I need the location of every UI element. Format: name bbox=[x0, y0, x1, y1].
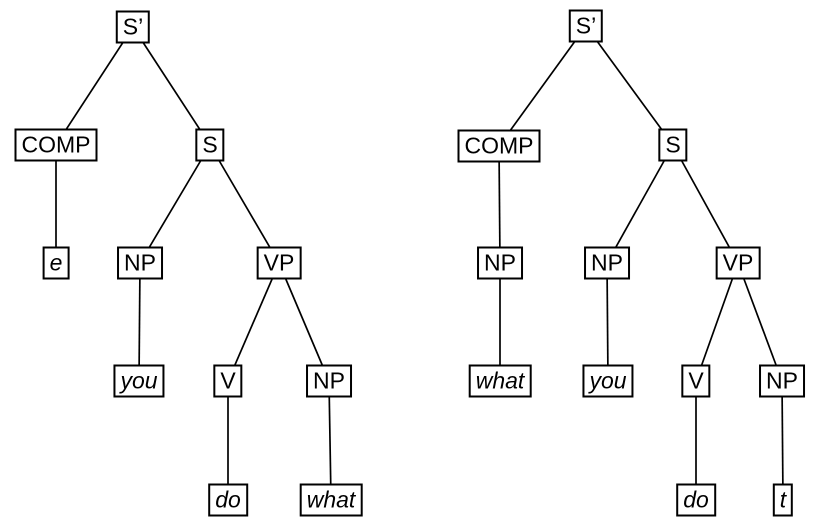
edge-right-s-np bbox=[606, 144, 674, 264]
right-tree-node-np-obj: NP bbox=[759, 364, 805, 398]
right-tree-leaf-t: t bbox=[772, 483, 794, 517]
edge-left-vp-v bbox=[227, 262, 280, 382]
right-tree-leaf-what: what bbox=[468, 364, 532, 398]
edge-right-np-t bbox=[781, 380, 784, 501]
left-tree-leaf-e: e bbox=[42, 246, 70, 280]
edge-right-np-you bbox=[606, 262, 609, 382]
right-tree-leaf-you: you bbox=[582, 364, 634, 398]
left-tree-leaf-what: what bbox=[299, 483, 363, 517]
edge-left-s-vp bbox=[209, 144, 280, 264]
edge-left-vp-np bbox=[278, 262, 330, 382]
left-tree-node-vp: VP bbox=[256, 246, 302, 280]
left-tree-leaf-you: you bbox=[113, 364, 165, 398]
edge-left-s-np bbox=[139, 144, 211, 264]
left-tree-node-np-subj: NP bbox=[117, 246, 163, 280]
right-tree-node-comp: COMP bbox=[457, 129, 541, 163]
left-tree-node-comp: COMP bbox=[14, 128, 98, 162]
left-tree-node-s-bar: S’ bbox=[115, 10, 151, 44]
edge-right-sbar-s bbox=[585, 25, 674, 146]
edge-left-np-what bbox=[328, 380, 332, 501]
right-tree-node-s-bar: S’ bbox=[568, 9, 604, 43]
right-tree-node-np-comp: NP bbox=[477, 246, 523, 280]
edge-right-vp-v bbox=[695, 262, 739, 382]
edge-right-comp-np bbox=[498, 145, 501, 264]
left-tree-node-s: S bbox=[195, 128, 225, 162]
right-tree-node-vp: VP bbox=[715, 246, 761, 280]
left-tree-leaf-do: do bbox=[208, 483, 248, 517]
left-tree-node-v: V bbox=[213, 364, 243, 398]
left-tree-node-np-obj: NP bbox=[306, 364, 352, 398]
edge-right-sbar-comp bbox=[498, 25, 587, 147]
right-tree-node-v: V bbox=[681, 364, 711, 398]
edge-right-vp-np bbox=[737, 262, 783, 382]
right-tree-leaf-do: do bbox=[676, 483, 716, 517]
right-tree-node-np-subj: NP bbox=[584, 246, 630, 280]
edge-right-s-vp bbox=[672, 144, 739, 264]
edge-left-sbar-s bbox=[132, 26, 211, 146]
edge-left-np-you bbox=[138, 262, 141, 382]
edge-left-sbar-comp bbox=[55, 26, 134, 146]
right-tree-node-s: S bbox=[658, 128, 688, 162]
